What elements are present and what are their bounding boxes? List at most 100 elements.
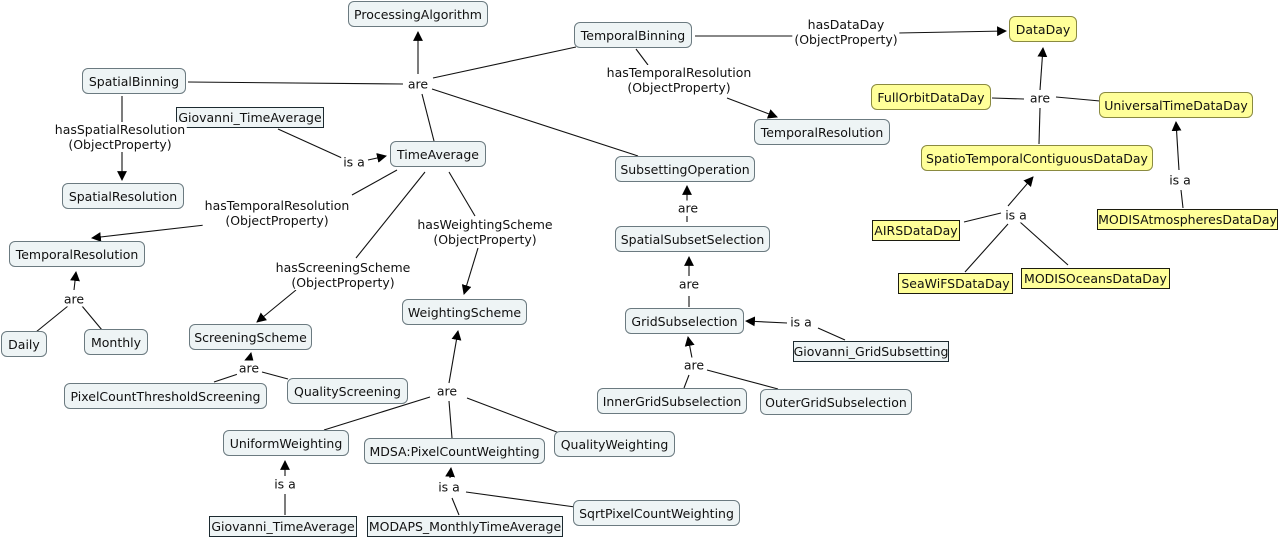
instance-giovanni-time-average-top[interactable]: Giovanni_TimeAverage	[176, 107, 324, 128]
link-label-is-a: is a	[788, 314, 814, 330]
link-label-has-screening-scheme: hasScreeningScheme (ObjectProperty)	[273, 260, 413, 290]
node-processing-algorithm[interactable]: ProcessingAlgorithm	[348, 1, 488, 27]
instance-giovanni-grid-subsetting[interactable]: Giovanni_GridSubsetting	[793, 341, 949, 362]
connector	[323, 396, 431, 431]
connector-arrow	[1007, 176, 1034, 207]
node-data-day[interactable]: DataDay	[1009, 16, 1077, 42]
link-label-is-a: is a	[1167, 172, 1193, 188]
link-name: hasScreeningScheme	[275, 260, 411, 275]
link-label-are: are	[1027, 90, 1053, 106]
link-name: hasTemporalResolution	[606, 65, 752, 80]
node-subsetting-operation[interactable]: SubsettingOperation	[615, 156, 755, 182]
connector	[213, 373, 239, 383]
connector-arrow	[445, 467, 456, 479]
connector	[81, 305, 103, 331]
connector-arrow	[1037, 47, 1048, 91]
link-name: hasWeightingScheme	[417, 217, 553, 232]
connector-arrow	[745, 316, 788, 327]
node-quality-screening[interactable]: QualityScreening	[287, 378, 408, 404]
node-spatial-resolution[interactable]: SpatialResolution	[62, 183, 184, 209]
connector-arrow	[91, 224, 206, 242]
node-quality-weighting[interactable]: QualityWeighting	[554, 431, 675, 457]
node-full-orbit-data-day[interactable]: FullOrbitDataDay	[871, 84, 991, 110]
connector	[635, 48, 649, 66]
link-label-are: are	[676, 276, 702, 292]
connector	[355, 171, 426, 259]
connector-arrow	[897, 26, 1007, 37]
instance-modis-oceans-data-day[interactable]: MODISOceansDataDay	[1021, 268, 1170, 289]
connector	[465, 491, 576, 508]
connector	[451, 497, 460, 516]
link-type: (ObjectProperty)	[794, 32, 898, 47]
node-mdsa-pixel-count-weighting[interactable]: MDSA:PixelCountWeighting	[364, 438, 545, 464]
link-label-is-a: is a	[341, 154, 367, 170]
instance-giovanni-time-average-bottom[interactable]: Giovanni_TimeAverage	[209, 516, 357, 537]
node-outer-grid-subselection[interactable]: OuterGridSubselection	[760, 389, 912, 415]
connector-arrow	[448, 330, 462, 384]
connector	[35, 305, 69, 333]
link-label-is-a: is a	[436, 479, 462, 495]
node-time-average[interactable]: TimeAverage	[390, 141, 486, 167]
instance-seawifs-data-day[interactable]: SeaWiFSDataDay	[898, 273, 1013, 294]
link-name: hasSpatialResolution	[54, 122, 186, 137]
node-sqrt-pixel-count-weighting[interactable]: SqrtPixelCountWeighting	[573, 500, 740, 526]
link-label-is-a: is a	[1003, 207, 1029, 223]
connector	[432, 46, 577, 79]
link-type: (ObjectProperty)	[627, 80, 731, 95]
link-name: hasDataDay	[807, 17, 885, 32]
connector-arrow	[70, 271, 80, 291]
node-spatio-temporal-contiguous-data-day[interactable]: SpatioTemporalContiguousDataDay	[921, 145, 1153, 171]
link-label-are: are	[681, 357, 707, 373]
link-label-has-temporal-resolution-left: hasTemporalResolution (ObjectProperty)	[202, 198, 352, 228]
connector	[1038, 107, 1041, 145]
connector	[261, 371, 289, 380]
instance-modaps-monthly-time-average[interactable]: MODAPS_MonthlyTimeAverage	[367, 516, 563, 537]
link-label-are: are	[405, 76, 431, 92]
node-pixel-count-threshold-screening[interactable]: PixelCountThresholdScreening	[64, 383, 267, 409]
link-label-are: are	[434, 383, 460, 399]
node-universal-time-data-day[interactable]: UniversalTimeDataDay	[1099, 92, 1253, 118]
connector	[421, 93, 435, 142]
connector	[1180, 189, 1184, 209]
node-weighting-scheme[interactable]: WeightingScheme	[402, 299, 527, 325]
connector	[277, 128, 343, 159]
connector	[1019, 221, 1069, 266]
node-grid-subselection[interactable]: GridSubselection	[625, 308, 744, 334]
connector-arrow	[256, 289, 297, 323]
connector	[963, 212, 1002, 223]
link-type: (ObjectProperty)	[68, 137, 172, 152]
connector	[817, 327, 846, 341]
node-monthly[interactable]: Monthly	[84, 329, 148, 355]
link-label-is-a: is a	[272, 476, 298, 492]
node-spatial-binning[interactable]: SpatialBinning	[82, 68, 186, 94]
node-temporal-resolution-right[interactable]: TemporalResolution	[754, 119, 890, 145]
connector-arrow	[1171, 121, 1182, 171]
connector	[1055, 96, 1101, 102]
node-uniform-weighting[interactable]: UniformWeighting	[223, 430, 349, 456]
node-spatial-subset-selection[interactable]: SpatialSubsetSelection	[615, 226, 770, 252]
connector	[351, 169, 398, 196]
connector	[706, 369, 779, 390]
node-screening-scheme[interactable]: ScreeningScheme	[189, 324, 312, 350]
link-label-has-spatial-resolution: hasSpatialResolution (ObjectProperty)	[52, 122, 188, 152]
connector-arrow	[684, 336, 695, 359]
connector	[466, 397, 563, 435]
link-label-are: are	[675, 200, 701, 216]
link-label-are: are	[61, 291, 87, 307]
instance-modis-atmospheres-data-day[interactable]: MODISAtmospheresDataDay	[1097, 209, 1278, 230]
connector	[187, 81, 404, 85]
connector	[964, 223, 1009, 273]
node-temporal-binning[interactable]: TemporalBinning	[574, 22, 692, 48]
instance-airs-data-day[interactable]: AIRSDataDay	[872, 220, 960, 241]
link-type: (ObjectProperty)	[433, 232, 537, 247]
link-type: (ObjectProperty)	[291, 275, 395, 290]
node-inner-grid-subselection[interactable]: InnerGridSubselection	[597, 388, 747, 414]
connector	[431, 88, 639, 157]
link-label-has-data-day: hasDataDay (ObjectProperty)	[792, 17, 900, 47]
connector	[683, 374, 690, 389]
node-daily[interactable]: Daily	[1, 331, 47, 357]
link-type: (ObjectProperty)	[225, 213, 329, 228]
node-temporal-resolution-left[interactable]: TemporalResolution	[9, 241, 145, 267]
